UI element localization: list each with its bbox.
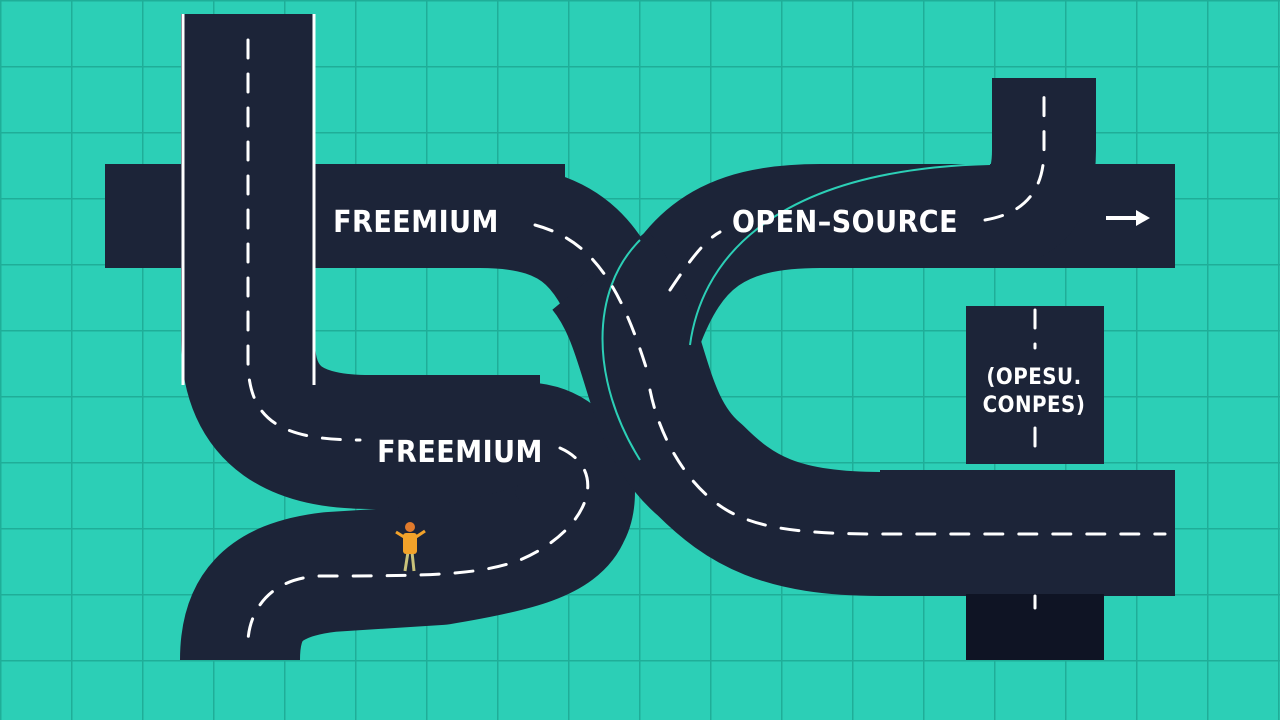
lane-left-vertical — [246, 38, 362, 442]
label-freemium-top: FREEMIUM — [333, 205, 499, 240]
road-lower-right-band — [880, 470, 1175, 590]
right-arrow-icon — [1106, 210, 1150, 226]
lane-lower-s-curve — [246, 446, 590, 642]
lane-freemium-curve — [533, 223, 652, 382]
label-freemium-bottom: FREEMIUM — [377, 435, 543, 470]
lane-main-swoop — [648, 388, 1167, 536]
person-icon — [395, 522, 426, 572]
road-top-right-elbow — [938, 78, 1096, 268]
sign-text-line1: (OPESU. — [986, 365, 1081, 390]
sign-text-line2: CONPES) — [983, 393, 1086, 418]
crossing-outline-right — [689, 163, 991, 346]
crossing-outline-left — [601, 239, 641, 461]
lane-top-right-elbow — [983, 90, 1046, 222]
lane-markings — [246, 38, 1167, 642]
lane-open-source-curve — [668, 230, 722, 292]
label-open-source: OPEN–SOURCE — [732, 205, 958, 240]
road-lower-s-curve — [180, 382, 635, 662]
